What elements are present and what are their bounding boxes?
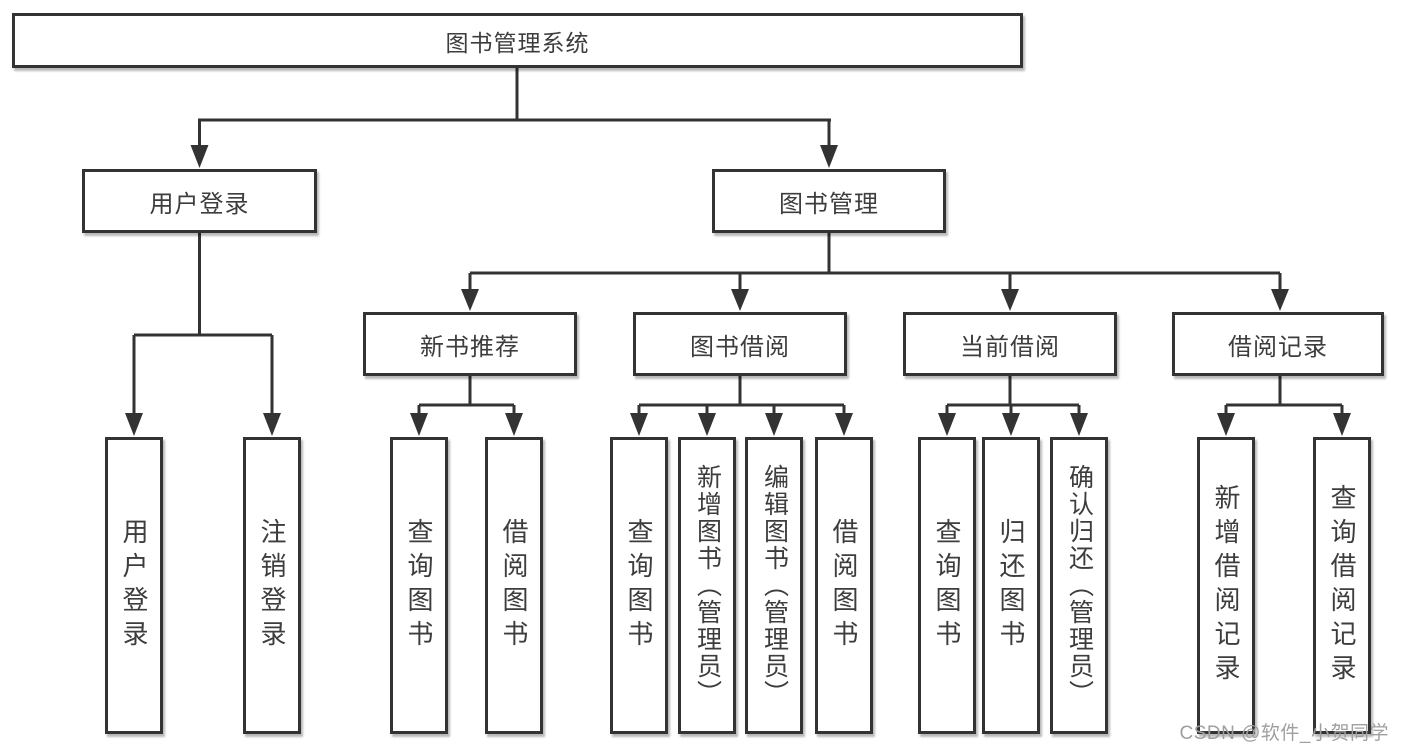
node-book-borrowing: 图书借阅 [633,312,847,376]
node-add-borrow-record: 新增借阅记录 [1197,437,1255,734]
node-logout-action: 注销登录 [243,437,301,734]
node-borrow-books-action: 借阅图书 [815,437,873,734]
node-book-management: 图书管理 [712,169,946,233]
node-edit-book-admin: 编辑图书（管理员） [745,437,803,734]
node-query-books-borrowing: 查询图书 [610,437,668,734]
watermark: CSDN @软件_小贺同学 [1179,723,1389,744]
node-return-book: 归还图书 [982,437,1040,734]
node-add-book-admin: 新增图书（管理员） [678,437,736,734]
node-user-login-action: 用户登录 [105,437,163,734]
tree-edges [132,68,1344,414]
node-confirm-return-admin: 确认归还（管理员） [1050,437,1108,734]
node-query-borrow-record: 查询借阅记录 [1313,437,1371,734]
node-borrow-books-recommend: 借阅图书 [485,437,543,734]
node-borrowing-records: 借阅记录 [1172,312,1384,376]
node-new-book-recommend: 新书推荐 [363,312,577,376]
node-library-system: 图书管理系统 [12,13,1023,68]
arrow-heads [125,145,1351,436]
node-query-books-current: 查询图书 [918,437,976,734]
node-user-login: 用户登录 [82,169,317,233]
node-current-borrowing: 当前借阅 [903,312,1117,376]
node-query-books-recommend: 查询图书 [390,437,448,734]
